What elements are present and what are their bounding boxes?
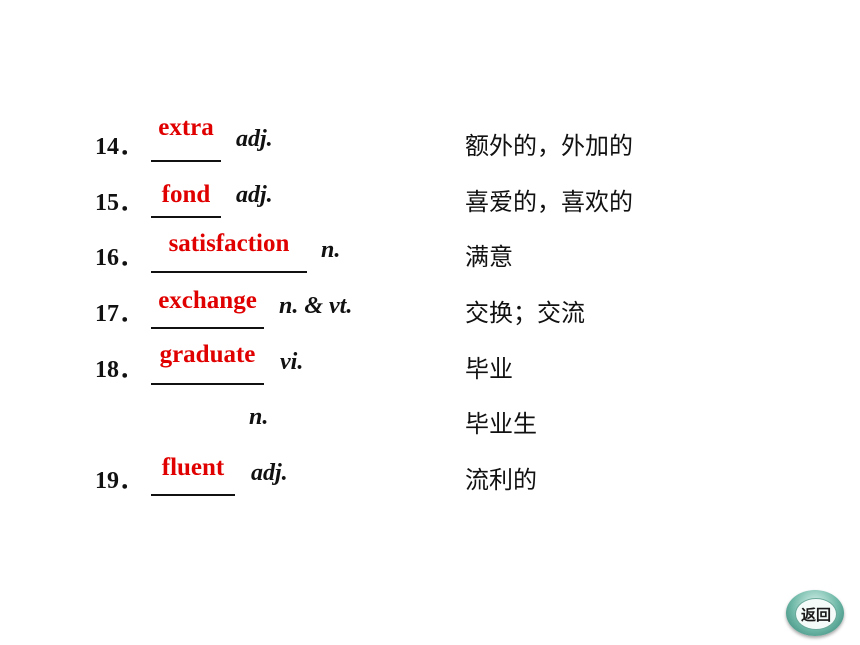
answer-blank: exchange	[151, 287, 264, 329]
part-of-speech: n. & vt.	[279, 293, 353, 319]
chinese-meaning: 流利的	[465, 466, 537, 494]
back-button-label: 返回	[795, 598, 837, 630]
chinese-meaning: 交换；交流	[465, 299, 585, 327]
item-number: 19．	[95, 468, 143, 494]
part-of-speech: adj.	[236, 182, 273, 208]
part-of-speech: n.	[321, 237, 341, 263]
answer-text: graduate	[159, 341, 256, 368]
part-of-speech: adj.	[251, 460, 288, 486]
answer-text: fluent	[161, 454, 225, 481]
answer-text: fond	[161, 181, 211, 208]
answer-blank: fluent	[151, 454, 235, 496]
part-of-speech: adj.	[236, 126, 273, 152]
part-of-speech: n.	[249, 404, 269, 430]
answer-blank: extra	[151, 114, 221, 162]
chinese-meaning: 毕业	[465, 355, 513, 383]
chinese-meaning: 额外的，外加的	[465, 132, 633, 160]
item-number: 14．	[95, 134, 143, 160]
item-number: 17．	[95, 301, 143, 327]
vocab-row-15: 15． fond adj. 喜爱的，喜欢的	[0, 176, 860, 218]
chinese-meaning: 满意	[465, 243, 513, 271]
vocab-row-16: 16． satisfaction n. 满意	[0, 230, 860, 273]
vocab-row-18-noun: n. 毕业生	[0, 398, 860, 438]
answer-blank: graduate	[151, 341, 264, 385]
item-number: 16．	[95, 245, 143, 271]
part-of-speech: vi.	[280, 349, 304, 375]
item-number: 18．	[95, 357, 143, 383]
back-button[interactable]: 返回	[786, 590, 844, 636]
chinese-meaning: 喜爱的，喜欢的	[465, 188, 633, 216]
answer-text: exchange	[158, 287, 257, 314]
vocab-row-14: 14． extra adj. 额外的，外加的	[0, 114, 860, 162]
vocab-row-19: 19． fluent adj. 流利的	[0, 454, 860, 496]
item-number: 15．	[95, 190, 143, 216]
answer-text: satisfaction	[168, 230, 290, 257]
chinese-meaning: 毕业生	[465, 410, 537, 438]
vocab-row-17: 17． exchange n. & vt. 交换；交流	[0, 287, 860, 329]
answer-blank: satisfaction	[151, 230, 307, 273]
answer-text: extra	[158, 114, 214, 141]
vocab-row-18: 18． graduate vi. 毕业	[0, 341, 860, 385]
answer-blank: fond	[151, 181, 221, 218]
